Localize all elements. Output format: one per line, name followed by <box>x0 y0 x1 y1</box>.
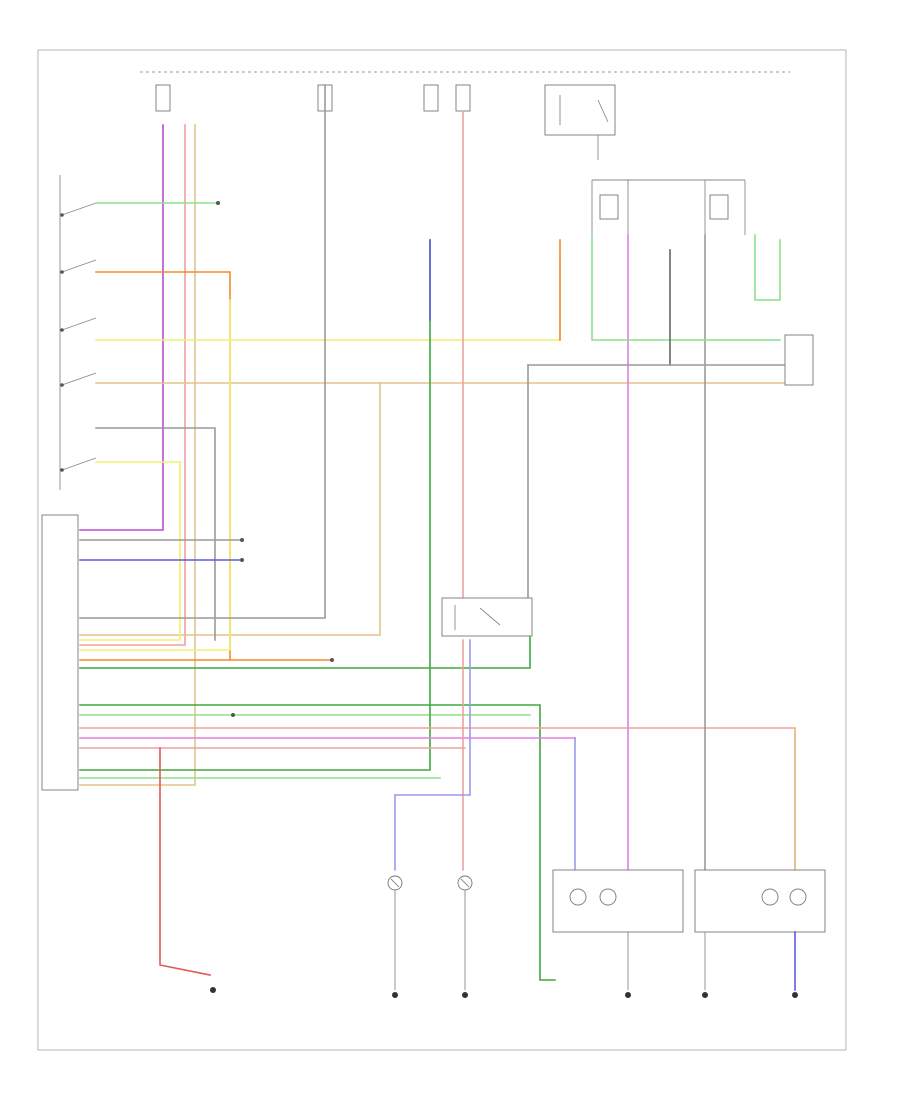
wire-pink-1 <box>79 124 186 646</box>
connector-arrow-3 <box>240 558 244 562</box>
right-headlight-box <box>694 869 826 933</box>
wire-lightgreen-5 <box>754 234 781 301</box>
instrument-cluster-connector <box>784 334 814 386</box>
switch-blade-5 <box>61 457 97 471</box>
connector-arrow-4 <box>330 658 334 662</box>
lamp-group <box>387 875 473 990</box>
wire-tan-1 <box>79 124 196 786</box>
wire-pink-2 <box>79 727 796 871</box>
ground-group <box>210 987 798 998</box>
switch-contact-4 <box>60 383 64 387</box>
switch-contact-1 <box>60 213 64 217</box>
ground-icon <box>392 992 398 998</box>
lamp-icon <box>599 888 617 906</box>
wire-violet-1 <box>79 124 164 531</box>
ground-icon <box>625 992 631 998</box>
switch-contact-5 <box>60 468 64 472</box>
ground-icon <box>210 987 216 993</box>
switch-blade-1 <box>61 202 97 216</box>
diagram-frame <box>37 49 847 1051</box>
wire-gray-1 <box>95 427 216 641</box>
lamp-icon <box>569 888 587 906</box>
wire-lightblue-2 <box>394 639 471 871</box>
fuse-5 <box>599 194 619 220</box>
dimmer-relay <box>441 597 533 637</box>
connector-arrow-1 <box>216 201 220 205</box>
left-headlight <box>552 869 684 990</box>
wire-gray-3 <box>79 84 326 619</box>
ground-icon <box>702 992 708 998</box>
fuse-3 <box>423 84 439 112</box>
headlight-relay-box <box>544 84 616 136</box>
switch-contact-3 <box>60 328 64 332</box>
wire-yellow-2 <box>79 461 181 641</box>
lamp-icon <box>761 888 779 906</box>
fuse-6 <box>709 194 729 220</box>
connector-arrows <box>216 201 334 717</box>
wire-lightgreen-4 <box>591 234 781 341</box>
fuse-group <box>155 84 471 112</box>
control-module <box>41 514 79 791</box>
wire-yellow-3 <box>79 299 231 651</box>
ground-icon <box>462 992 468 998</box>
ground-icon <box>792 992 798 998</box>
lamp-icon <box>789 888 807 906</box>
fuse-4 <box>455 84 471 112</box>
switch-blade-4 <box>61 372 97 386</box>
wire-green-2 <box>79 704 556 981</box>
headlight-switch <box>59 175 97 490</box>
dimmer-relay-contact <box>479 607 501 626</box>
wire-green-3 <box>79 239 431 771</box>
wire-red-1 <box>159 747 211 976</box>
right-headlight <box>694 869 826 991</box>
switch-contact-2 <box>60 270 64 274</box>
lamp-filament-2 <box>460 878 470 888</box>
lamp-filament-1 <box>390 878 400 888</box>
relay-contact <box>597 99 609 123</box>
headlight-relay <box>544 84 616 160</box>
switch-blade-3 <box>61 317 97 331</box>
connector-arrow-2 <box>240 538 244 542</box>
connector-arrow-5 <box>231 713 235 717</box>
wire-orange-1 <box>79 271 231 661</box>
switch-blade-2 <box>61 259 97 273</box>
wire-harness <box>79 84 796 981</box>
fuse-1 <box>155 84 171 112</box>
